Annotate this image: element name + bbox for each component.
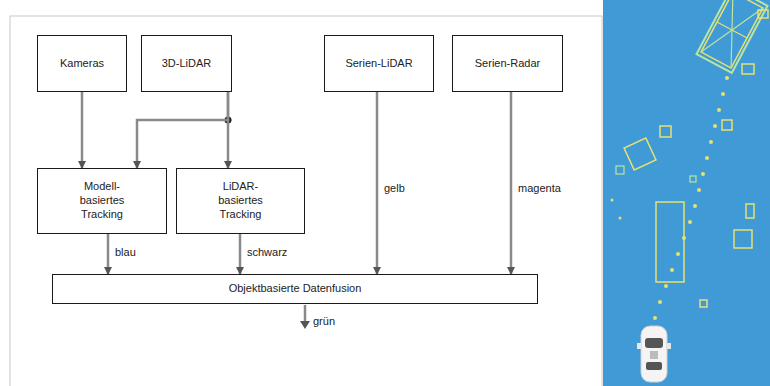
box-label: Modell- basiertes Tracking xyxy=(66,180,138,221)
sensor-box: Serien-LiDAR xyxy=(324,35,434,92)
edge-label: blau xyxy=(113,246,138,259)
scene-background xyxy=(603,0,770,386)
box-label: Serien-Radar xyxy=(475,57,540,71)
connector-arrow xyxy=(107,234,110,274)
output-label: grün xyxy=(311,315,337,328)
box-label: Kameras xyxy=(60,57,104,71)
connector-arrow xyxy=(137,92,228,168)
connector-arrow xyxy=(227,92,230,168)
trajectory-dots xyxy=(611,76,730,320)
sensor-box: 3D-LiDAR xyxy=(141,35,232,92)
box-label: Serien-LiDAR xyxy=(345,57,412,71)
box-label: LiDAR- basiertes Tracking xyxy=(205,180,277,221)
connector-arrow xyxy=(510,92,513,274)
sensor-box: Kameras xyxy=(37,35,127,92)
tracking-box: Modell- basiertes Tracking xyxy=(37,168,167,234)
box-label: Objektbasierte Datenfusion xyxy=(229,282,362,296)
tracking-box: LiDAR- basiertes Tracking xyxy=(176,168,305,234)
output-arrowhead xyxy=(300,321,310,329)
ego-car xyxy=(637,326,671,382)
box-label: 3D-LiDAR xyxy=(162,57,212,71)
edge-label: schwarz xyxy=(245,246,289,259)
panel-frame xyxy=(10,16,602,386)
object-boxes xyxy=(624,64,754,307)
output-arrow xyxy=(304,305,307,322)
connector-arrow xyxy=(239,234,242,274)
edge-label: gelb xyxy=(382,182,407,195)
sensor-box: Serien-Radar xyxy=(452,35,563,92)
truck-outline xyxy=(697,0,768,73)
edge-label: magenta xyxy=(516,182,563,195)
connector-arrow xyxy=(376,92,379,274)
fusion-box: Objektbasierte Datenfusion xyxy=(52,274,538,304)
connector-arrow xyxy=(81,92,84,168)
